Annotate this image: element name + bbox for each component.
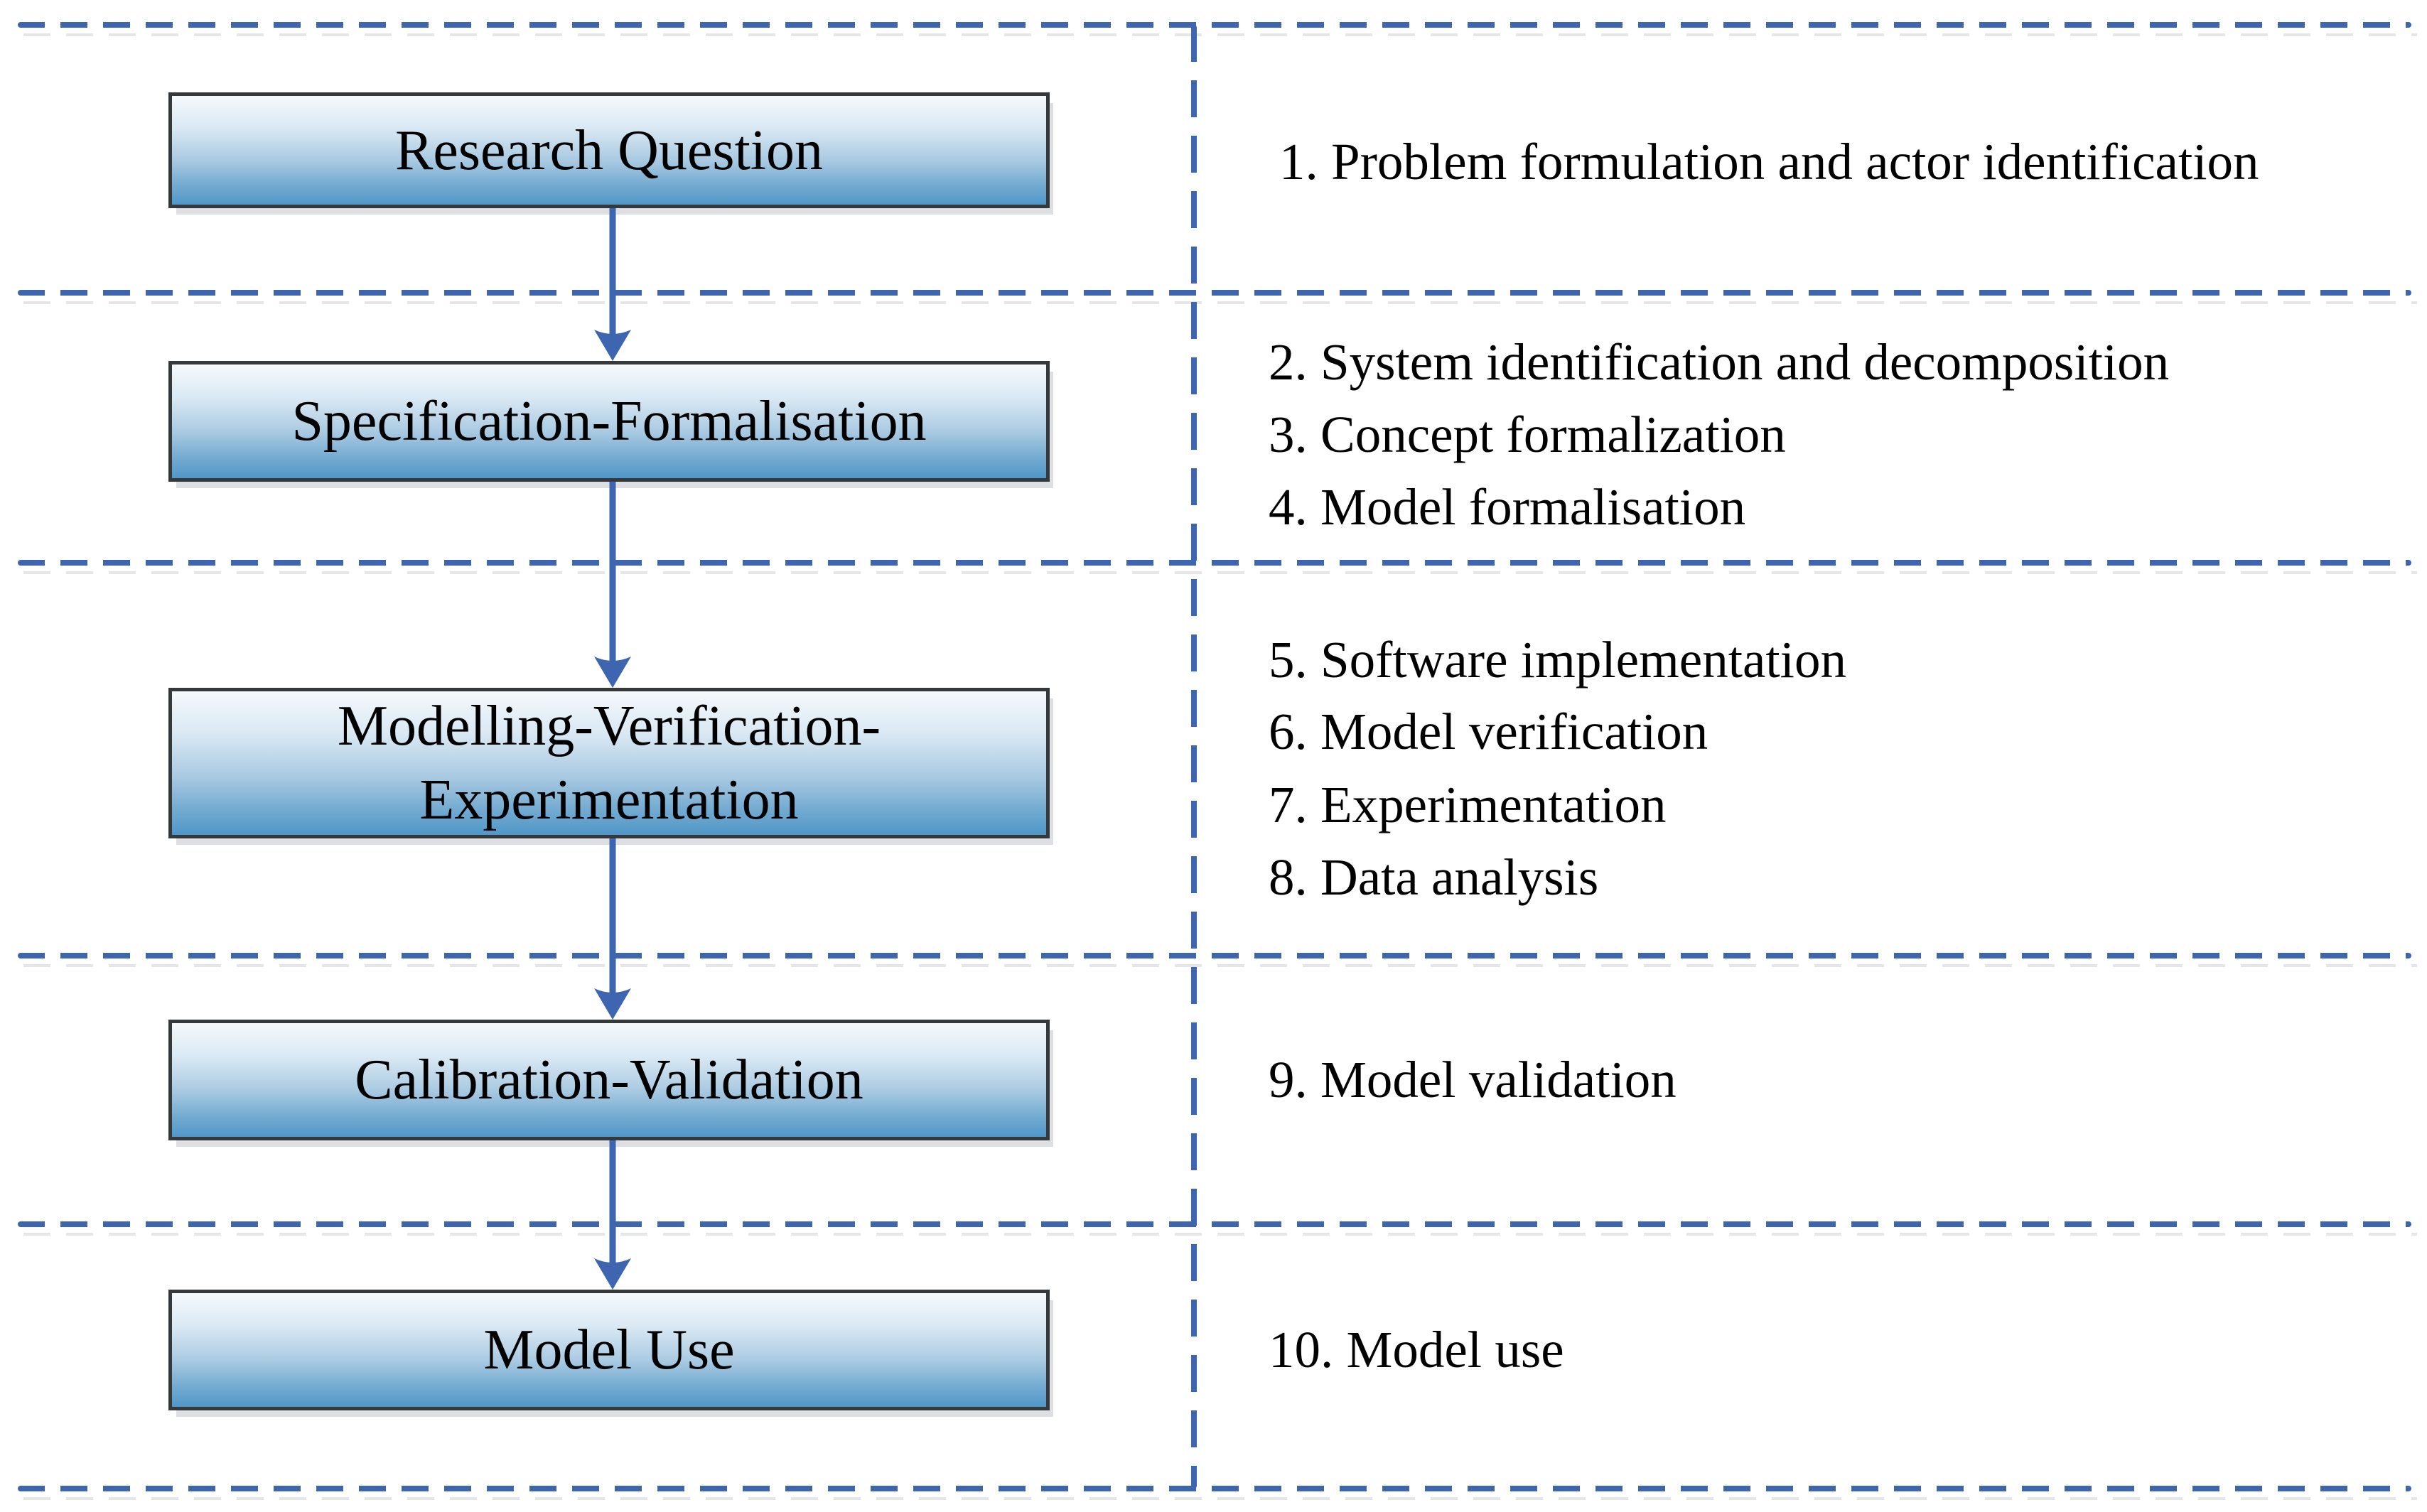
flow-box-label: Research Question	[394, 119, 824, 182]
flow-box-label: Model Use	[483, 1319, 735, 1381]
row-divider-line	[18, 1221, 2411, 1227]
step-list-item: 4. Model formalisation	[1269, 478, 1746, 536]
arrow-down-icon	[594, 482, 631, 688]
flow-box-modelling-verification-experimentation: Modelling-Verification- Experimentation	[168, 688, 1050, 838]
step-list-item: 3. Concept formalization	[1269, 406, 1786, 463]
row-divider-line	[18, 290, 2411, 296]
row-divider-shadow	[23, 1233, 2417, 1236]
arrow-down-icon	[594, 208, 631, 361]
arrow-down-icon	[594, 838, 631, 1020]
column-divider-line	[1191, 25, 1197, 1489]
flow-box-research-question: Research Question	[168, 92, 1050, 208]
flow-box-label: Experimentation	[419, 769, 799, 831]
step-list-item: 1. Problem formulation and actor identif…	[1279, 133, 2259, 190]
flow-box-label: Calibration-Validation	[355, 1049, 863, 1111]
flow-box-label: Specification-Formalisation	[291, 390, 927, 453]
flow-box-specification-formalisation: Specification-Formalisation	[168, 361, 1050, 482]
flow-box-calibration-validation: Calibration-Validation	[168, 1020, 1050, 1140]
step-list-item: 8. Data analysis	[1269, 848, 1599, 906]
step-list-item: 6. Model verification	[1269, 703, 1708, 760]
row-divider-shadow	[23, 33, 2417, 36]
row-divider-line	[18, 1486, 2411, 1491]
flow-box-label: Modelling-Verification-	[337, 695, 881, 757]
row-divider-shadow	[23, 301, 2417, 304]
step-list-item: 5. Software implementation	[1269, 631, 1846, 688]
row-divider-line	[18, 953, 2411, 958]
row-divider-shadow	[23, 964, 2417, 967]
step-list-item: 2. System identification and decompositi…	[1269, 333, 2170, 391]
row-divider-shadow	[23, 571, 2417, 574]
row-divider-line	[18, 22, 2411, 28]
step-list-item: 7. Experimentation	[1269, 776, 1667, 833]
step-list-item: 10. Model use	[1269, 1321, 1564, 1378]
flow-box-model-use: Model Use	[168, 1290, 1050, 1410]
arrow-down-icon	[594, 1140, 631, 1290]
row-divider-line	[18, 560, 2411, 566]
step-list-item: 9. Model validation	[1269, 1051, 1677, 1108]
row-divider-shadow	[23, 1497, 2417, 1500]
